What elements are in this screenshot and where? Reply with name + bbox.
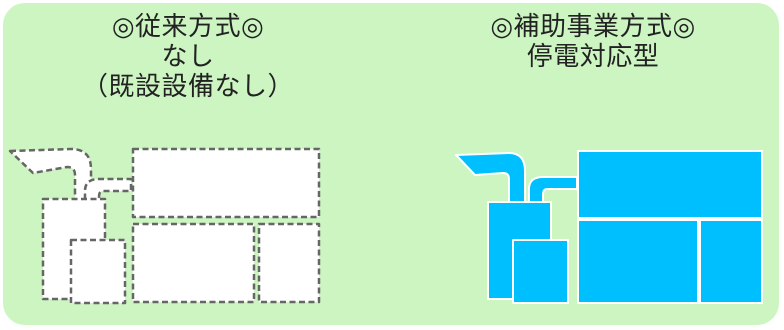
left-tank-lower (69, 238, 127, 305)
equipment-illustrations (8, 147, 763, 305)
right-main-unit-top (577, 150, 763, 219)
conventional-method-status: なし (161, 42, 215, 72)
outage-ready-equipment (455, 150, 763, 304)
subsidy-method-type: 停電対応型 (526, 42, 660, 72)
subsidy-method-title: ◎補助事業方式◎ 停電対応型 (423, 12, 763, 72)
subsidy-method-heading: ◎補助事業方式◎ (490, 12, 696, 42)
existing-equipment-outline (8, 147, 321, 305)
right-duct-large (455, 152, 526, 204)
conventional-method-heading: ◎従来方式◎ (111, 12, 265, 42)
right-tank-lower (512, 239, 569, 304)
conventional-method-title: ◎従来方式◎ なし （既設設備なし） (23, 12, 353, 102)
left-main-unit-top (131, 147, 321, 219)
left-duct-large (8, 147, 93, 205)
left-main-unit-bottom (131, 222, 256, 304)
right-side-unit (699, 219, 763, 304)
comparison-panel: ◎従来方式◎ なし （既設設備なし） ◎補助事業方式◎ 停電対応型 (3, 3, 779, 325)
left-side-unit (257, 222, 321, 304)
conventional-method-note: （既設設備なし） (81, 72, 294, 102)
right-main-unit-bottom (577, 219, 699, 304)
